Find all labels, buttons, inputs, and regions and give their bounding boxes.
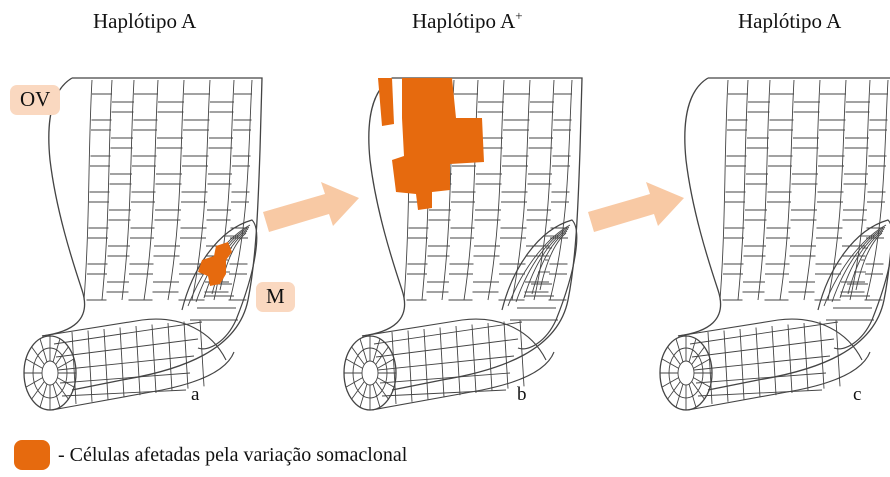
panel-b-title-sup: +: [515, 8, 522, 23]
panel-b-title-text: Haplótipo A: [412, 9, 515, 33]
arrow-a-to-b: [263, 180, 363, 235]
m-label: M: [256, 282, 295, 312]
legend-text: - Células afetadas pela variação somaclo…: [58, 444, 407, 467]
panel-a-letter: a: [191, 384, 199, 406]
legend-swatch: [14, 440, 50, 470]
arrow-b-to-c: [588, 180, 688, 235]
root-panel-b: [332, 70, 594, 415]
ov-label: OV: [10, 85, 60, 115]
panel-b-letter: b: [517, 384, 527, 406]
panel-c-title-text: Haplótipo A: [738, 9, 841, 33]
panel-a-title-text: Haplótipo A: [93, 9, 196, 33]
panel-c-letter: c: [853, 384, 861, 406]
panel-a-title: Haplótipo A: [93, 8, 196, 34]
root-panel-c: [648, 70, 890, 415]
root-panel-a: [12, 70, 274, 415]
legend: - Células afetadas pela variação somaclo…: [14, 440, 407, 470]
panel-c-title: Haplótipo A: [738, 8, 841, 34]
panel-b-title: Haplótipo A+: [412, 8, 523, 34]
